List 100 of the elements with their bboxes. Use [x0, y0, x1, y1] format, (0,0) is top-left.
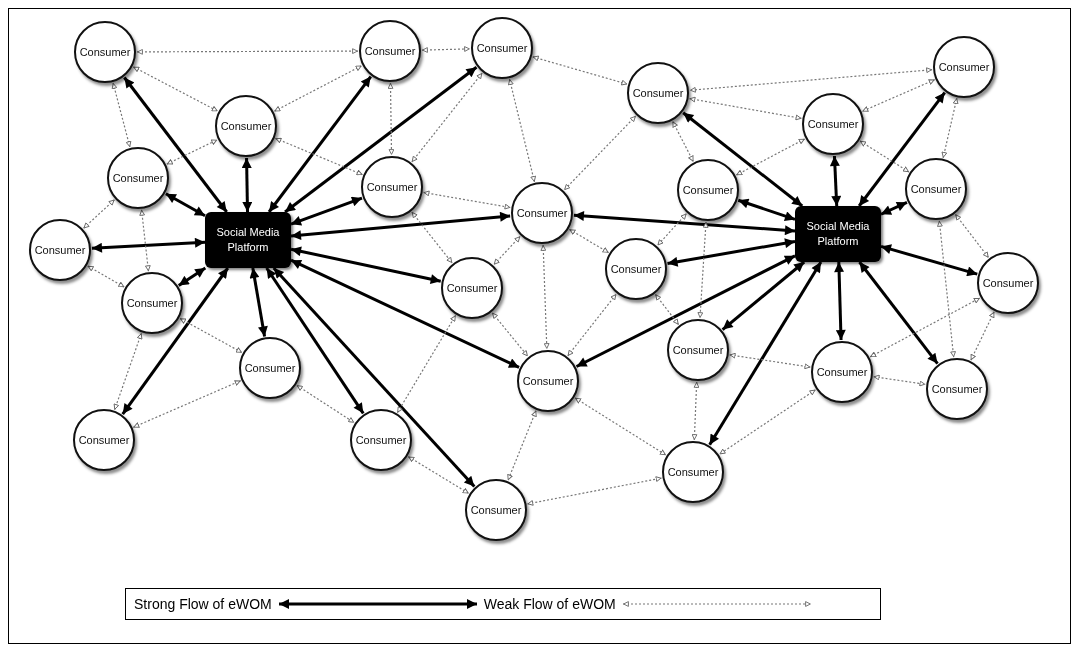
weak-flow-arrow: [411, 211, 453, 264]
weak-flow-arrow: [718, 389, 817, 455]
node-label: Consumer: [446, 282, 498, 294]
weak-flow-arrow: [869, 297, 981, 358]
strong-flow-arrow: [121, 267, 230, 415]
weak-flow-arrow: [691, 381, 700, 441]
platform-box: [205, 212, 291, 268]
strong-flow-arrow: [721, 260, 806, 331]
strong-flow-arrow: [177, 266, 207, 287]
weak-flow-arrow: [567, 293, 617, 357]
weak-flow-arrow: [132, 380, 242, 428]
node-label: Consumer: [931, 383, 983, 395]
consumer-circle: [73, 409, 135, 471]
weak-flow-arrow: [139, 209, 151, 272]
weak-flow-arrow: [563, 115, 637, 191]
node-label: Consumer: [522, 375, 574, 387]
weak-flow-arrow: [873, 374, 926, 387]
node-label: Consumer: [112, 172, 164, 184]
legend-label: Strong Flow of eWOM: [134, 596, 272, 612]
consumer-circle: [471, 17, 533, 79]
node-label: Consumer: [34, 244, 86, 256]
consumer-circle: [215, 95, 277, 157]
weak-flow-arrow: [136, 48, 359, 55]
strong-flow-arrow: [857, 91, 946, 207]
consumer-circle: [627, 62, 689, 124]
weak-flow-arrow: [387, 82, 395, 156]
weak-flow-arrow: [689, 67, 933, 93]
weak-flow-arrow: [396, 314, 457, 414]
weak-flow-arrow: [672, 120, 694, 163]
consumer-circle: [441, 257, 503, 319]
consumer-circle: [605, 238, 667, 300]
strong-flow-arrow: [272, 267, 476, 488]
node-label: Consumer: [355, 434, 407, 446]
node-label: Consumer: [516, 207, 568, 219]
consumer-circle: [359, 20, 421, 82]
weak-flow-arrow: [654, 293, 680, 326]
consumer-circle: [677, 159, 739, 221]
weak-flow-arrow: [729, 352, 811, 370]
consumer-circle: [121, 272, 183, 334]
node-label: Consumer: [364, 45, 416, 57]
weak-flow-arrow: [421, 46, 471, 53]
node-label: Consumer: [807, 118, 859, 130]
weak-flow-arrow: [508, 78, 536, 183]
weak-flow-arrow: [507, 410, 537, 481]
node-label: Consumer: [982, 277, 1034, 289]
weak-flow-arrow: [407, 456, 470, 494]
node-label: Consumer: [220, 120, 272, 132]
consumer-circle: [239, 337, 301, 399]
node-label: Consumer: [667, 466, 719, 478]
weak-flow-arrow: [493, 235, 521, 266]
strong-flow-arrow: [858, 261, 939, 365]
weak-flow-arrow: [166, 139, 218, 165]
weak-flow-arrow: [656, 213, 688, 246]
weak-flow-arrow: [82, 199, 116, 229]
weak-flow-arrow: [411, 72, 483, 163]
strong-flow-arrow: [290, 258, 520, 369]
weak-flow-arrow: [861, 79, 936, 112]
legend-label: Weak Flow of eWOM: [483, 596, 616, 612]
strong-flow-arrow: [284, 66, 478, 214]
strong-flow-arrow: [682, 111, 804, 208]
consumer-circle: [465, 479, 527, 541]
strong-flow-arrow: [241, 157, 253, 213]
platform-box: [795, 206, 881, 262]
consumer-circle: [350, 409, 412, 471]
consumer-circle: [926, 358, 988, 420]
strong-flow-arrow: [165, 192, 206, 218]
weak-flow-arrow: [574, 397, 667, 456]
node-label: Consumer: [672, 344, 724, 356]
weak-flow-arrow: [296, 384, 355, 424]
strong-flow-arrow: [737, 198, 796, 221]
strong-flow-arrow: [880, 244, 978, 277]
node-label: Consumer: [244, 362, 296, 374]
weak-flow-arrow: [954, 213, 990, 259]
strong-flow-arrow: [267, 75, 372, 213]
strong-flow-arrow: [265, 267, 365, 415]
weak-flow-arrow: [274, 137, 364, 176]
strong-flow-arrow: [290, 196, 363, 226]
weak-flow-arrow: [111, 82, 132, 148]
strong-flow-arrow: [573, 211, 796, 236]
strong-flow-arrow: [667, 238, 796, 267]
node-label: Consumer: [610, 263, 662, 275]
weak-flow-arrow: [273, 65, 363, 112]
node-label: Consumer: [78, 434, 130, 446]
weak-flow-arrow: [540, 244, 550, 350]
consumer-circle: [511, 182, 573, 244]
node-label: Consumer: [79, 46, 131, 58]
node-label: Consumer: [470, 504, 522, 516]
weak-flow-arrow: [87, 265, 125, 288]
consumer-circle: [29, 219, 91, 281]
strong-flow-arrow: [834, 261, 846, 341]
consumer-circle: [802, 93, 864, 155]
strong-flow-arrow: [249, 267, 268, 337]
weak-flow-arrow: [735, 138, 806, 176]
consumer-circle: [811, 341, 873, 403]
consumer-circle: [74, 21, 136, 83]
node-label: Consumer: [910, 183, 962, 195]
strong-flow-arrow: [829, 155, 842, 207]
strong-flow-arrow: [91, 237, 206, 253]
consumer-circle: [933, 36, 995, 98]
weak-flow-arrow: [859, 140, 910, 173]
